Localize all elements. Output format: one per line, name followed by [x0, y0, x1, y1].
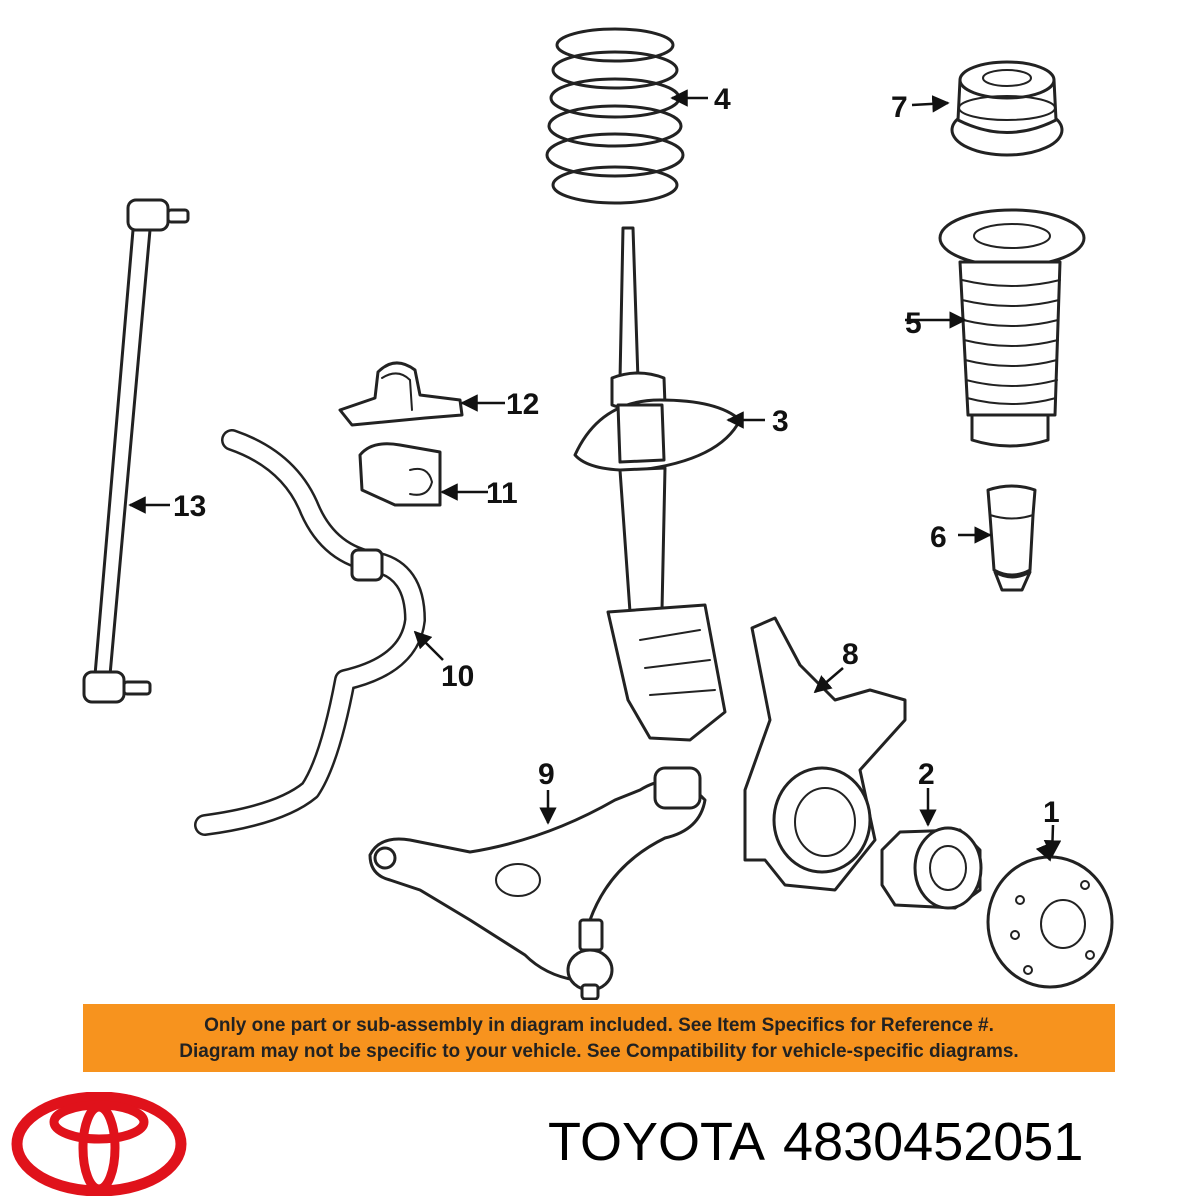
stabilizer-bushing [358, 442, 442, 507]
strut-dust-boot [938, 208, 1086, 448]
callout-2: 2 [918, 758, 935, 791]
stabilizer-link [82, 198, 190, 704]
callout-3: 3 [772, 405, 789, 438]
callout-6: 6 [930, 521, 947, 554]
callout-9: 9 [538, 758, 555, 791]
callout-4: 4 [714, 83, 731, 116]
callout-11: 11 [486, 477, 518, 510]
brand-name: TOYOTA [548, 1112, 766, 1172]
lower-control-arm [368, 766, 707, 1000]
strut-assembly [573, 226, 742, 742]
notice-line-1: Only one part or sub-assembly in diagram… [204, 1015, 994, 1036]
callout-12: 12 [506, 388, 539, 421]
callout-1: 1 [1043, 796, 1060, 829]
callout-5: 5 [905, 307, 922, 340]
stabilizer-bushing-bracket [338, 361, 464, 427]
steering-knuckle [743, 616, 907, 892]
wheel-hub [986, 855, 1114, 989]
callout-7: 7 [891, 91, 908, 124]
coil-spring [545, 27, 685, 205]
strut-upper-mount [950, 60, 1064, 157]
suspension-exploded-diagram: 1 2 3 4 5 6 7 8 9 10 11 12 13 [82, 27, 1114, 1000]
leader-arrows [128, 89, 1062, 862]
wheel-hub-bearing [880, 826, 983, 910]
callout-8: 8 [842, 638, 859, 671]
diagram-notice-banner: Only one part or sub-assembly in diagram… [83, 1004, 1115, 1072]
part-number: 4830452051 [783, 1112, 1084, 1172]
stabilizer-bar [194, 429, 426, 836]
callout-10: 10 [441, 660, 474, 693]
toyota-logo [11, 1092, 187, 1196]
bump-stop [986, 484, 1037, 592]
part-caption: TOYOTA 4830452051 [548, 1112, 1101, 1172]
callout-13: 13 [173, 490, 206, 523]
notice-line-2: Diagram may not be specific to your vehi… [179, 1041, 1019, 1062]
